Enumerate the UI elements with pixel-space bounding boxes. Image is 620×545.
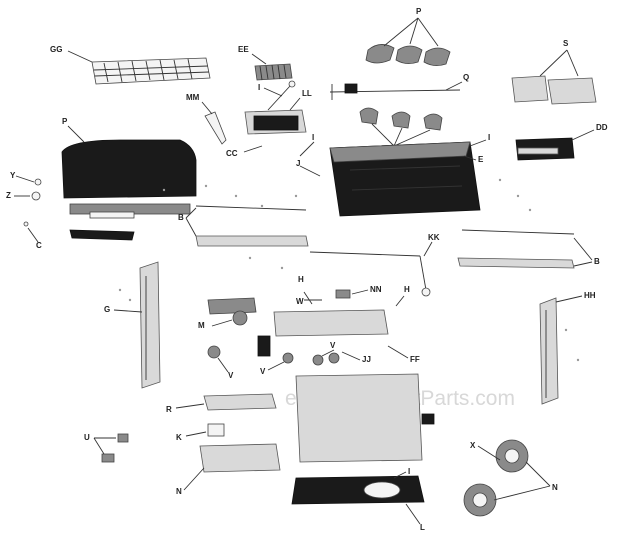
knobs-v: [207, 345, 340, 366]
label-i-mid: I: [312, 133, 314, 142]
label-b-left: B: [178, 213, 184, 222]
clip-s-top: [344, 83, 358, 94]
label-g: G: [104, 305, 110, 314]
door-x: [295, 373, 435, 463]
label-h-1: H: [298, 275, 304, 284]
wheels: [463, 439, 529, 517]
scattered-hardware: [118, 178, 580, 362]
label-i-top-left: I: [258, 83, 260, 92]
cooking-grate-gg: [91, 57, 211, 85]
warming-rack-ee: [254, 63, 293, 81]
handle-bracket-mm: [204, 111, 227, 145]
hood-p: [61, 139, 197, 215]
control-panel-ll: [244, 80, 307, 135]
firebox-e: [329, 141, 481, 217]
label-q-top: Q: [463, 73, 469, 82]
cup-k: [207, 423, 225, 437]
label-n-right: N: [552, 483, 558, 492]
label-cc: CC: [226, 149, 238, 158]
label-e: E: [478, 155, 484, 164]
label-gg: GG: [50, 45, 62, 54]
label-x: X: [470, 441, 476, 450]
label-k: K: [176, 433, 182, 442]
hood-handle-cc: [69, 211, 135, 241]
label-i-right: I: [488, 133, 490, 142]
side-rail-b-left: [195, 205, 309, 247]
label-ff: FF: [410, 355, 420, 364]
label-r: R: [166, 405, 172, 414]
control-bar-jj-ff: [257, 309, 389, 357]
label-z: Z: [6, 191, 11, 200]
burners-f: [359, 107, 443, 131]
label-p-top: P: [416, 7, 422, 16]
label-hh: HH: [584, 291, 596, 300]
cart-panel-g: [139, 261, 161, 389]
label-ee: EE: [238, 45, 249, 54]
label-nn: NN: [370, 285, 382, 294]
heat-shields-p-top: [365, 44, 451, 66]
label-dd: DD: [596, 123, 608, 132]
label-m: M: [198, 321, 205, 330]
briquette-trays-s: [511, 75, 597, 105]
label-b-right: B: [594, 257, 600, 266]
hardware-y-z-c: [23, 178, 42, 227]
label-s-top: S: [563, 39, 569, 48]
label-ll: LL: [302, 89, 312, 98]
label-mm: MM: [186, 93, 200, 102]
grease-pan-r: [203, 393, 277, 411]
label-n-left: N: [176, 487, 182, 496]
label-v-right: V: [330, 341, 336, 350]
label-p-hood: P: [62, 117, 68, 126]
label-v-mid: V: [260, 367, 266, 376]
label-y: Y: [10, 171, 16, 180]
label-h-2: H: [404, 285, 410, 294]
label-u: U: [84, 433, 90, 442]
cart-panel-hh: [539, 297, 559, 405]
side-shelf-l: [291, 475, 425, 505]
rod-kk: [309, 251, 431, 297]
label-l: L: [420, 523, 425, 532]
brackets-h-w-nn: [303, 289, 351, 305]
hardware-u: [101, 433, 129, 463]
grease-tray-dd: [515, 137, 575, 161]
regulator-m: [207, 297, 257, 326]
label-w: W: [296, 297, 304, 306]
side-rail-b-right: [457, 229, 575, 269]
label-j: J: [296, 159, 300, 168]
label-c: C: [36, 241, 42, 250]
bottom-shelf-n: [199, 443, 281, 473]
label-v-left: V: [228, 371, 234, 380]
label-i-bottom: I: [408, 467, 410, 476]
label-jj: JJ: [362, 355, 371, 364]
label-kk: KK: [428, 233, 440, 242]
